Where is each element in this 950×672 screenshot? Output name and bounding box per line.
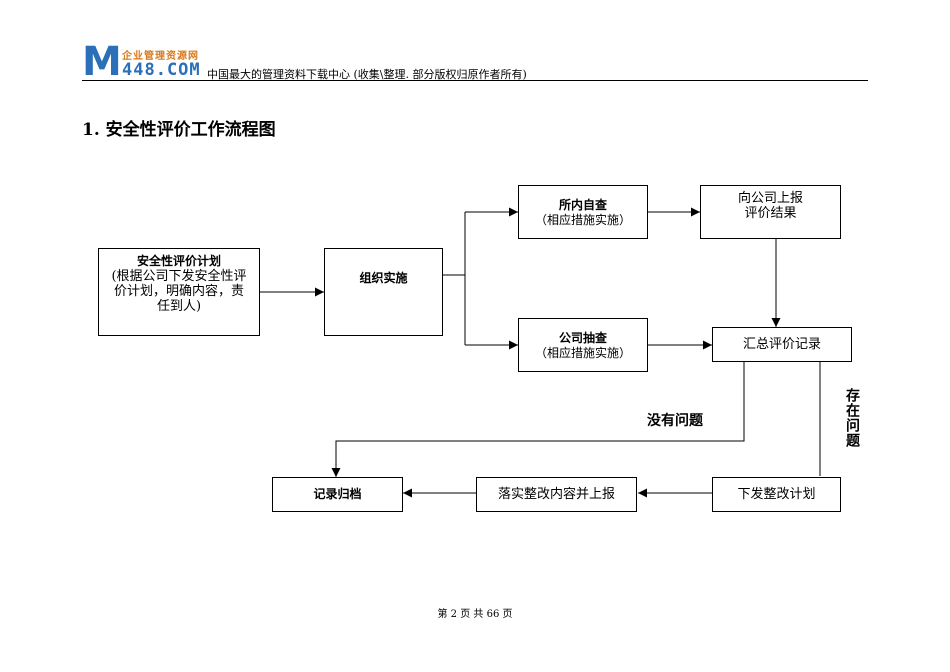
box-self-check: 所内自查 （相应措施实施） xyxy=(518,185,648,239)
company-check-sub: （相应措施实施） xyxy=(534,345,631,360)
self-check-sub: （相应措施实施） xyxy=(534,212,631,227)
page-number: 第 2 页 共 66 页 xyxy=(437,609,513,620)
organize-title: 组织实施 xyxy=(359,271,408,285)
label-no-problem: 没有问题 xyxy=(647,413,703,429)
evaluation-plan-title: 安全性评价计划 xyxy=(136,254,221,268)
box-rectify-report: 落实整改内容并上报 xyxy=(476,477,637,512)
report-line-2: 评价结果 xyxy=(744,206,797,221)
tagline-note: (收集\整理. 部分版权归原作者所有) xyxy=(353,68,527,81)
box-summary-record: 汇总评价记录 xyxy=(712,327,852,362)
company-check-title: 公司抽查 xyxy=(558,330,607,345)
header-divider xyxy=(82,80,868,81)
issue-plan-title: 下发整改计划 xyxy=(737,487,816,502)
rectify-title: 落实整改内容并上报 xyxy=(497,487,615,502)
self-check-title: 所内自查 xyxy=(558,197,607,212)
box-evaluation-plan: 安全性评价计划 (根据公司下发安全性评价计划，明确内容，责任到人) xyxy=(98,248,260,336)
box-report-result: 向公司上报 评价结果 xyxy=(700,185,841,239)
logo-m-icon: M xyxy=(82,39,122,85)
tagline-main: 中国最大的管理资料下载中心 xyxy=(207,68,350,81)
archive-title: 记录归档 xyxy=(313,487,362,501)
logo-domain: 448.COM xyxy=(122,60,201,80)
header-tagline: 中国最大的管理资料下载中心 (收集\整理. 部分版权归原作者所有) xyxy=(207,66,527,82)
box-archive: 记录归档 xyxy=(272,477,403,512)
section-title: 1. 安全性评价工作流程图 xyxy=(82,120,276,140)
evaluation-plan-desc: (根据公司下发安全性评价计划，明确内容，责任到人) xyxy=(111,269,247,314)
report-line-1: 向公司上报 xyxy=(737,191,803,206)
logo-site-name: 企业管理资源网 xyxy=(122,51,199,62)
box-company-check: 公司抽查 （相应措施实施） xyxy=(518,318,648,372)
arrow-summary-to-archive xyxy=(331,362,745,477)
summary-record-title: 汇总评价记录 xyxy=(742,337,821,352)
box-organize: 组织实施 xyxy=(324,248,443,336)
label-has-problem: 存在问题 xyxy=(844,388,860,448)
box-issue-plan: 下发整改计划 xyxy=(712,477,841,512)
